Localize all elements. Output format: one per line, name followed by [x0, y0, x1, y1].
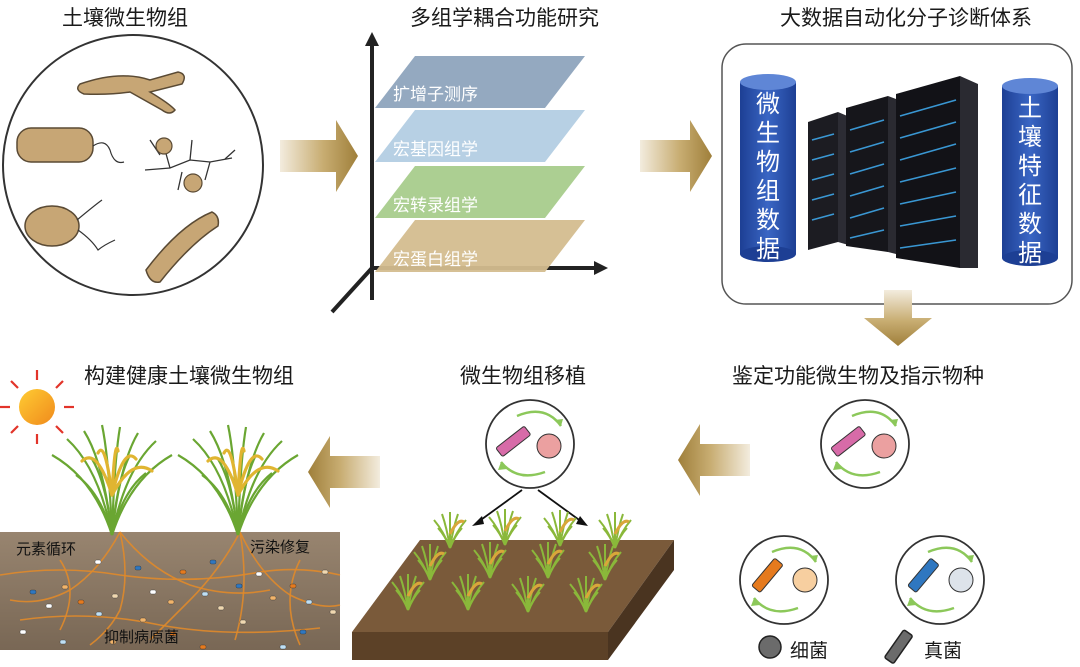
title-transplant: 微生物组移植 [460, 364, 586, 388]
rod-bacterium [16, 127, 94, 163]
legend-fungi-marker [884, 629, 913, 664]
soil-microbiome-panel [2, 34, 264, 296]
seedling [511, 576, 545, 613]
column-label-microbiome-data: 微生物组数据 [756, 90, 780, 263]
soil-feature-data-cylinder [1002, 86, 1058, 258]
seedling [588, 543, 622, 581]
legend-bacteria-marker [758, 635, 782, 659]
identify-panel [820, 399, 910, 489]
example-orange [739, 535, 829, 625]
seedling [598, 512, 632, 549]
seedling [391, 574, 425, 611]
layer-label-metagenome: 宏基因组学 [393, 140, 478, 160]
root-network [0, 531, 341, 646]
soil-microbes [19, 559, 337, 650]
seedling [413, 544, 447, 581]
flow-arrow-4 [678, 424, 750, 496]
soil-label-element-cycle: 元素循环 [16, 540, 77, 558]
title-big-data: 大数据自动化分子诊断体系 [780, 6, 1032, 30]
seedling [451, 574, 485, 611]
example-blue [895, 535, 985, 625]
title-multi-omics: 多组学耦合功能研究 [410, 6, 599, 30]
branched-microbe [77, 71, 185, 114]
layer-metagenome [375, 110, 585, 162]
field-seedlings [391, 509, 632, 613]
flow-arrow-5 [308, 436, 380, 508]
layer-label-metatranscriptome: 宏转录组学 [393, 196, 478, 216]
microbiome-data-cylinder [740, 82, 796, 254]
legend-label-bacteria: 细菌 [790, 640, 829, 662]
curved-microbe [145, 211, 220, 283]
seedling [569, 576, 603, 613]
seedling [473, 542, 507, 579]
title-healthy-soil: 构建健康土壤微生物组 [84, 364, 294, 388]
rice-plant [51, 424, 173, 536]
layer-metaproteome [375, 220, 585, 272]
layer-metatranscriptome [375, 166, 585, 218]
transplant-panel [352, 399, 674, 660]
oval-bacterium [24, 205, 80, 247]
soil-label-suppress-pathogen: 抑制病原菌 [104, 628, 180, 646]
soil-label-pollution-repair: 污染修复 [250, 538, 311, 556]
title-identify: 鉴定功能微生物及指示物种 [732, 364, 984, 388]
rice-plant [177, 424, 299, 536]
column-label-soil-feature-data: 土壤特征数据 [1018, 94, 1042, 267]
layer-label-amplicon: 扩增子测序 [393, 85, 478, 105]
legend-label-fungi: 真菌 [924, 640, 963, 662]
seedling [433, 512, 467, 549]
flow-arrow-2 [640, 120, 712, 192]
sun-icon [0, 370, 74, 444]
title-soil-microbiome: 土壤微生物组 [62, 6, 188, 30]
seedling [488, 509, 522, 546]
server-racks-icon [808, 76, 978, 268]
flow-arrow-3 [864, 290, 932, 346]
flow-arrow-1 [280, 120, 358, 192]
rice-plants [51, 424, 299, 536]
multi-omics-panel [330, 32, 608, 314]
layer-amplicon [375, 56, 585, 108]
healthy-soil-panel [0, 370, 341, 650]
layer-label-metaproteome: 宏蛋白组学 [393, 250, 478, 270]
seedling [543, 510, 577, 547]
seedling [531, 542, 565, 579]
